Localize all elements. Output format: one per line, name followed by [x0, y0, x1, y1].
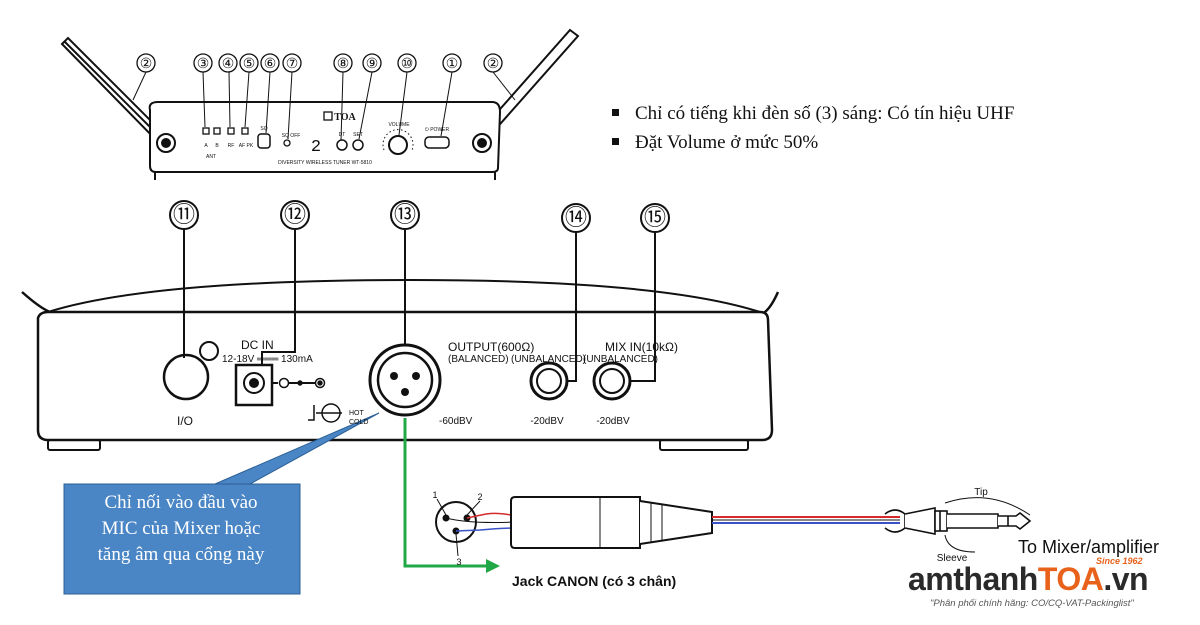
dc-in-jack [234, 363, 326, 407]
xlr-plug-face [435, 498, 481, 557]
ant-led-b [213, 127, 221, 135]
label-ch-up: SET [353, 132, 363, 138]
label-io: I/O [177, 414, 193, 428]
label-lvl-out: -60dBV [439, 416, 473, 427]
front-callout-8: ⑧ [337, 57, 350, 72]
label-cold: COLD [349, 419, 368, 426]
io-aux-hole [199, 341, 219, 361]
label-volume: VOLUME [388, 122, 410, 128]
note-2: Đặt Volume ở mức 50% [612, 132, 818, 154]
power-switch [424, 136, 450, 149]
destination-label: To Mixer/amplifier [1018, 537, 1160, 557]
label-a: A [204, 143, 208, 149]
label-output: OUTPUT(600Ω) [448, 340, 534, 354]
tip-label: Tip [974, 487, 988, 498]
xlr-plug-body [510, 496, 713, 549]
green-arrow [403, 418, 500, 573]
rear-callout-14: ⑭ [565, 205, 587, 230]
pin-1-label: 1 [432, 490, 437, 500]
label-rf: RF [228, 143, 235, 149]
front-callout-2a: ② [140, 57, 153, 72]
pin-3-label: 3 [456, 557, 461, 567]
label-dc-in: DC IN [241, 338, 274, 352]
bullet-icon [612, 109, 619, 117]
rear-callout-13: ⑬ [394, 202, 416, 227]
label-sq-off: SQ OFF [282, 133, 301, 139]
bullet-icon [612, 138, 619, 146]
rear-callout-15: ⑮ [644, 205, 666, 230]
callout-line-1: Chỉ nối vào đầu vào [104, 492, 258, 513]
sleeve-label: Sleeve [937, 553, 968, 564]
label-mix-in: MIX IN(10kΩ) [605, 340, 678, 354]
phone-plug [884, 507, 1032, 535]
label-b: B [215, 143, 219, 149]
sq-button [257, 133, 271, 149]
front-callout-10: ⑩ [401, 57, 414, 72]
af-pk-led [241, 127, 249, 135]
ch-down-button [336, 139, 348, 151]
channel-display: 2 [311, 138, 321, 157]
front-callout-5: ⑤ [243, 57, 256, 72]
callout-line-3: tăng âm qua cổng này [97, 544, 265, 565]
logo-wordmark: amthanhTOA.vn [908, 561, 1149, 597]
front-callout-6: ⑥ [264, 57, 277, 72]
label-dc-volt: 12-18V ═══ 130mA [222, 354, 313, 365]
front-callout-3: ③ [197, 57, 210, 72]
sq-off-led [283, 139, 291, 147]
label-lvl-mix: -20dBV [596, 416, 630, 427]
callout-line-2: MIC của Mixer hoặc [101, 518, 261, 539]
logo-tagline: "Phân phối chính hãng: CO/CQ-VAT-Packing… [930, 598, 1134, 609]
ant-led-a [202, 127, 210, 135]
front-callout-4: ④ [222, 57, 235, 72]
label-lvl-unbal: -20dBV [530, 416, 564, 427]
cable-caption: Jack CANON (có 3 chân) [512, 573, 676, 589]
front-callout-2b: ② [487, 57, 500, 72]
front-callout-7: ⑦ [286, 57, 299, 72]
front-callouts [136, 53, 503, 73]
xlr-cable [435, 496, 1032, 557]
front-callout-9: ⑨ [366, 57, 379, 72]
callout-text: Chỉ nối vào đầu vào MIC của Mixer hoặc t… [66, 490, 296, 568]
front-panel [60, 28, 580, 180]
label-af-pk: AF PK [239, 143, 254, 149]
logo-since: Since 1962 [1096, 556, 1143, 566]
label-balanced: (BALANCED) [448, 354, 509, 365]
rear-panel [21, 200, 780, 451]
label-hot: HOT [349, 410, 365, 417]
rear-body [36, 310, 774, 442]
rear-callout-11: ⑪ [173, 202, 195, 227]
volume-knob [388, 135, 408, 155]
front-body [148, 101, 502, 173]
rear-callouts [169, 200, 670, 233]
pin-2-label: 2 [477, 492, 482, 502]
xlr-pin-symbol [308, 403, 342, 423]
label-unbalanced-in: (UNBALANCED) [583, 354, 658, 365]
label-ch-dn: DT [339, 132, 346, 138]
label-ant: ANT [206, 154, 216, 160]
brand-label: TOA [334, 112, 356, 123]
label-unbalanced-out: (UNBALANCED) [511, 354, 586, 365]
front-callout-1: ① [446, 57, 459, 72]
site-logo: amthanhTOA.vn Since 1962 "Phân phối chín… [908, 556, 1198, 619]
rf-led [227, 127, 235, 135]
rear-callout-12: ⑫ [284, 202, 306, 227]
ch-up-button [352, 139, 364, 151]
brand-mark [323, 111, 333, 121]
io-port [162, 353, 210, 401]
note-1: Chỉ có tiếng khi đèn số (3) sáng: Có tín… [612, 103, 1014, 125]
callout-box [63, 412, 380, 595]
label-model: DIVERSITY WIRELESS TUNER WT-5810 [278, 160, 372, 166]
label-sq: SQ [260, 126, 267, 132]
label-power: ⏻ POWER [425, 127, 450, 133]
